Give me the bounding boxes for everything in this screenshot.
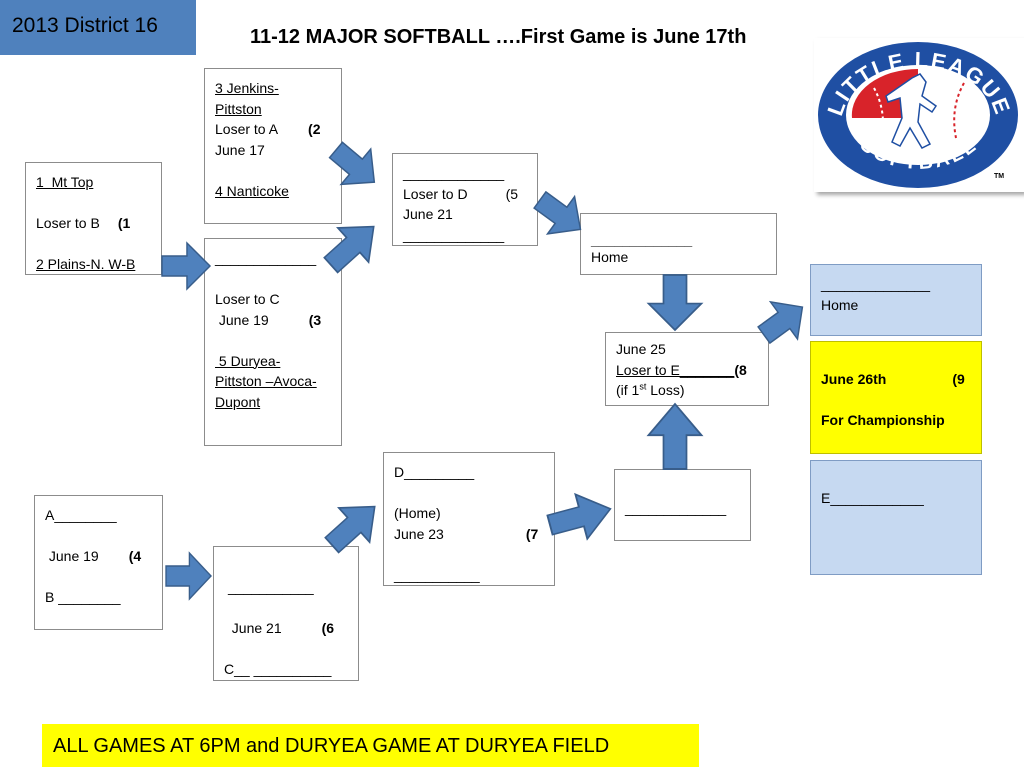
game-9-date-row: June 26th(9 xyxy=(821,371,965,387)
game-5-slot-bottom: _____________ xyxy=(403,226,505,243)
game-3-team-line1: 5 Duryea- xyxy=(215,352,281,369)
logo-graphic: LITTLE LEAGUE SOFTBALL TM xyxy=(818,42,1018,188)
final-bottom-box: E____________ xyxy=(810,460,982,575)
page-title: 11-12 MAJOR SOFTBALL ….First Game is Jun… xyxy=(250,26,747,48)
game-8-loser-row: Loser to E_______(8 xyxy=(616,361,747,378)
game-3-team-line2: Pittston –Avoca- xyxy=(215,373,317,389)
game-2-date: June 17 xyxy=(215,141,265,158)
game-2-loser-row: Loser to A(2 xyxy=(215,121,321,137)
game-4-date-row: June 19(4 xyxy=(45,548,142,564)
game-6-box: ___________ June 21(6 C__ __________ xyxy=(213,546,359,681)
game-3-team-line3: Dupont xyxy=(215,393,261,410)
game-2-box: 3 Jenkins- Pittston Loser to A(2 June 17… xyxy=(204,68,342,224)
final-top-slot: ______________ xyxy=(821,276,931,292)
arrow-up-icon xyxy=(647,403,703,470)
game-3-date-row: June 19(3 xyxy=(215,311,322,328)
game-2-team-bottom: 4 Nanticoke xyxy=(215,182,289,199)
game-3-slot-top: _____________ xyxy=(215,250,317,266)
game-8-box: June 25 Loser to E_______(8 (if 1st Loss… xyxy=(605,332,769,406)
final-top-box: ______________ Home xyxy=(810,264,982,336)
game-5-loser-row: Loser to D(5 xyxy=(403,185,519,202)
final-top-home: Home xyxy=(821,296,859,313)
game-9-label: For Championship xyxy=(821,412,945,428)
game-1-team-top: 1 Mt Top xyxy=(36,174,94,190)
game-6-date-row: June 21(6 xyxy=(224,619,335,636)
game-1-team-bottom: 2 Plains-N. W-B xyxy=(36,256,136,272)
game-4-box: A________ June 19(4 B ________ xyxy=(34,495,163,630)
game-7-home: (Home) xyxy=(394,505,441,521)
game-3-box: _____________ Loser to C June 19(3 5 Dur… xyxy=(204,238,342,446)
little-league-softball-logo: LITTLE LEAGUE SOFTBALL TM xyxy=(814,38,1024,192)
game-7-box: D_________ (Home) June 23(7 ___________ xyxy=(383,452,555,586)
game-4-slot-bottom: B ________ xyxy=(45,589,121,605)
footer-banner: ALL GAMES AT 6PM and DURYEA GAME AT DURY… xyxy=(42,724,699,767)
game-4-slot-top: A________ xyxy=(45,507,117,523)
game-6-slot-bottom: C__ __________ xyxy=(224,660,332,677)
game-6-slot-top: ___________ xyxy=(228,578,314,595)
game-5-slot-top: _____________ xyxy=(403,165,505,181)
game-7-date-row: June 23(7 xyxy=(394,525,539,542)
upper-winner-box: _____________ Home xyxy=(580,213,777,275)
game-1-box: 1 Mt Top Loser to B(1 2 Plains-N. W-B xyxy=(25,162,162,275)
game-3-loser: Loser to C xyxy=(215,291,280,307)
district-badge: 2013 District 16 xyxy=(0,0,196,55)
upper-winner-home: Home xyxy=(591,249,629,265)
svg-text:TM: TM xyxy=(994,173,1004,180)
upper-winner-slot: _____________ xyxy=(591,232,693,248)
game-8-date: June 25 xyxy=(616,341,666,357)
lower-winner-box: _____________ xyxy=(614,469,751,541)
final-bottom-slot: E____________ xyxy=(821,490,924,506)
game-9-championship-box: June 26th(9 For Championship xyxy=(810,341,982,454)
game-1-loser-row: Loser to B(1 xyxy=(36,215,131,231)
arrow-down-icon xyxy=(647,274,703,331)
game-8-note: (if 1st Loss) xyxy=(616,381,685,398)
game-7-slot-top: D_________ xyxy=(394,464,475,480)
game-5-box: _____________ Loser to D(5 June 21 _____… xyxy=(392,153,538,246)
game-5-date: June 21 xyxy=(403,206,453,222)
arrow-right-icon xyxy=(165,552,212,600)
game-7-slot-bottom: ___________ xyxy=(394,566,480,583)
game-2-team-top-line1: 3 Jenkins- xyxy=(215,80,279,96)
arrow-right-icon xyxy=(161,242,211,290)
lower-winner-slot: _____________ xyxy=(625,500,727,516)
game-2-team-top-line2: Pittston xyxy=(215,100,262,117)
